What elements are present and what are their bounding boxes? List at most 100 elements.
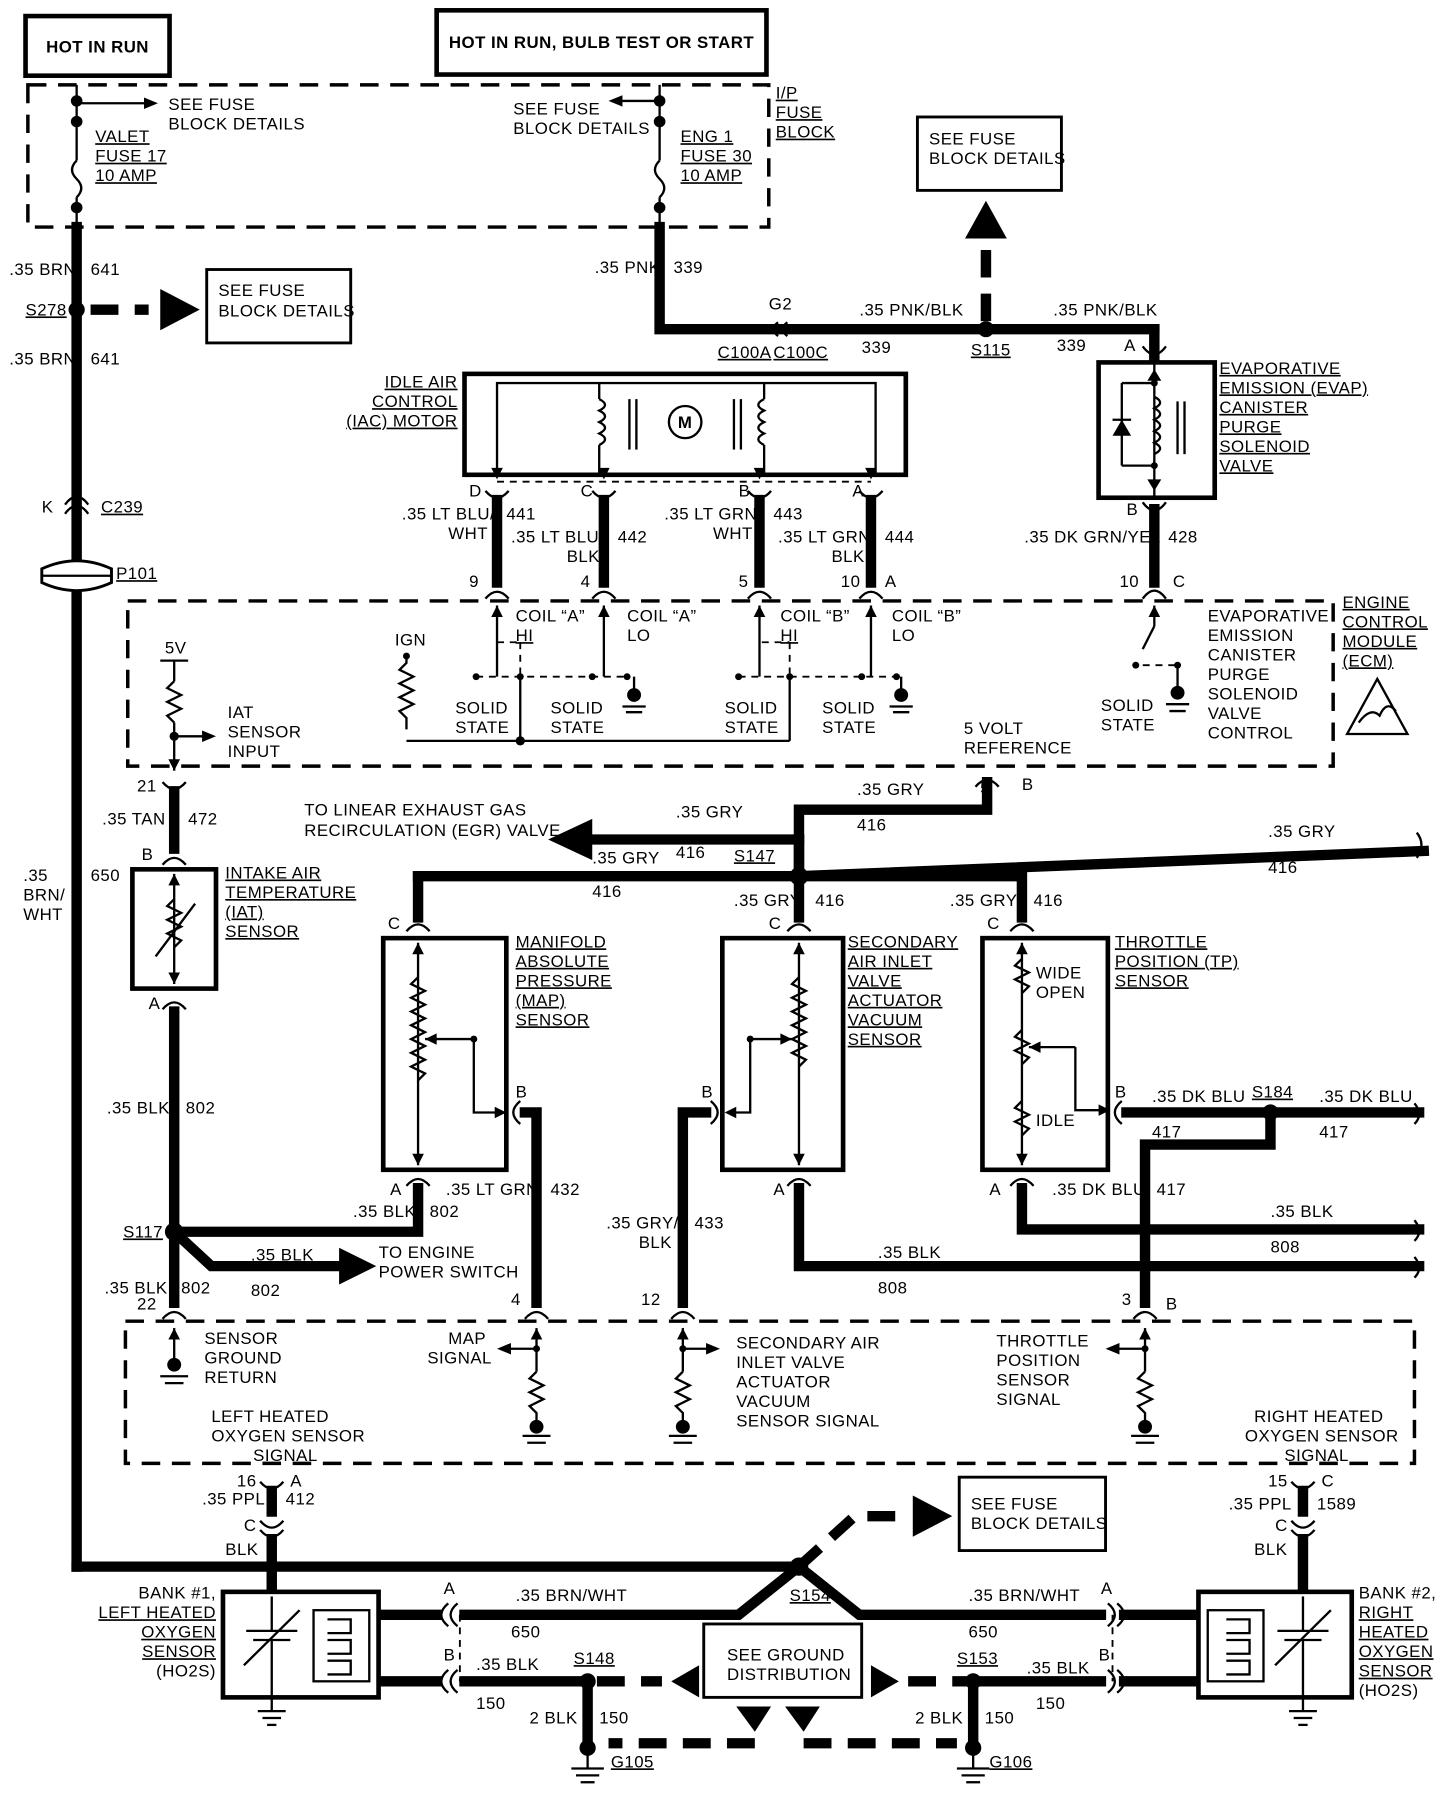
svg-text:(ECM): (ECM) — [1342, 651, 1393, 670]
svg-text:STATE: STATE — [725, 718, 779, 737]
svg-text:S147: S147 — [734, 846, 775, 865]
svg-text:4: 4 — [581, 572, 591, 591]
svg-text:WHT: WHT — [23, 905, 63, 924]
svg-text:INLET VALVE: INLET VALVE — [736, 1353, 845, 1372]
svg-text:SOLID: SOLID — [455, 698, 508, 717]
svg-text:I/P: I/P — [776, 84, 798, 103]
svg-text:SENSOR: SENSOR — [1115, 971, 1189, 990]
svg-text:(IAT): (IAT) — [225, 903, 263, 922]
svg-text:S115: S115 — [971, 341, 1011, 360]
svg-text:.35 LT BLU/: .35 LT BLU/ — [402, 505, 495, 524]
svg-text:CONTROL: CONTROL — [372, 392, 458, 411]
svg-text:BLOCK DETAILS: BLOCK DETAILS — [971, 1514, 1108, 1533]
svg-text:G2: G2 — [769, 295, 792, 314]
svg-text:B: B — [516, 1083, 528, 1102]
svg-text:MANIFOLD: MANIFOLD — [516, 932, 607, 951]
svg-text:VACUUM: VACUUM — [736, 1392, 810, 1411]
svg-text:ACTUATOR: ACTUATOR — [736, 1373, 831, 1392]
svg-text:10: 10 — [841, 572, 861, 591]
svg-text:A: A — [852, 482, 864, 501]
svg-text:.35 BRN: .35 BRN — [9, 350, 76, 369]
svg-text:.35 GRY: .35 GRY — [734, 891, 801, 910]
svg-text:TEMPERATURE: TEMPERATURE — [225, 883, 356, 902]
svg-text:4: 4 — [511, 1290, 521, 1309]
svg-text:AIR INLET: AIR INLET — [848, 952, 933, 971]
map-sensor — [380, 935, 509, 1173]
svg-text:.35 GRY: .35 GRY — [1268, 822, 1335, 841]
svg-text:802: 802 — [181, 1279, 210, 1298]
svg-text:VALVE: VALVE — [848, 971, 902, 990]
svg-text:.35 PPL: .35 PPL — [202, 1490, 265, 1509]
svg-text:SOLENOID: SOLENOID — [1219, 437, 1310, 456]
svg-text:SENSOR: SENSOR — [228, 723, 302, 742]
header-hot-in-run: HOT IN RUN — [23, 13, 172, 78]
svg-text:SEE FUSE: SEE FUSE — [168, 95, 255, 114]
svg-text:B: B — [1022, 775, 1034, 794]
ecm-lower-pins — [160, 1310, 1159, 1444]
svg-text:.35 BRN/WHT: .35 BRN/WHT — [516, 1586, 628, 1605]
svg-text:B: B — [739, 482, 751, 501]
svg-text:SENSOR: SENSOR — [1359, 1662, 1433, 1681]
svg-text:MAP: MAP — [448, 1329, 486, 1348]
svg-text:650: 650 — [91, 866, 120, 885]
svg-text:RECIRCULATION (EGR) VALVE: RECIRCULATION (EGR) VALVE — [304, 821, 561, 840]
svg-text:10 AMP: 10 AMP — [681, 166, 743, 185]
svg-text:808: 808 — [878, 1279, 907, 1298]
secondary-air-vacuum-sensor — [720, 935, 846, 1173]
ecm-boundary-top — [126, 599, 1335, 768]
svg-text:FUSE 17: FUSE 17 — [95, 147, 167, 166]
throttle-position-sensor — [980, 935, 1111, 1173]
svg-text:HOT IN RUN, BULB TEST OR START: HOT IN RUN, BULB TEST OR START — [449, 33, 755, 52]
svg-text:.35 GRY: .35 GRY — [592, 849, 659, 868]
svg-text:(HO2S): (HO2S) — [1359, 1681, 1419, 1700]
svg-text:SIGNAL: SIGNAL — [427, 1349, 491, 1368]
svg-text:EMISSION (EVAP): EMISSION (EVAP) — [1219, 378, 1368, 397]
iat-sensor — [130, 867, 219, 991]
bank1-left-ho2s — [220, 1589, 381, 1727]
svg-text:CONTROL: CONTROL — [1342, 612, 1428, 631]
svg-text:COIL “B”: COIL “B” — [780, 607, 849, 626]
svg-text:CANISTER: CANISTER — [1208, 646, 1297, 665]
svg-text:BANK #1,: BANK #1, — [138, 1584, 216, 1603]
svg-text:HEATED: HEATED — [1359, 1623, 1429, 1642]
svg-text:.35 DK BLU: .35 DK BLU — [1152, 1087, 1245, 1106]
svg-text:RIGHT HEATED: RIGHT HEATED — [1254, 1407, 1383, 1426]
svg-text:BLOCK DETAILS: BLOCK DETAILS — [929, 149, 1066, 168]
svg-text:SECONDARY AIR: SECONDARY AIR — [736, 1334, 880, 1353]
svg-text:C239: C239 — [101, 498, 143, 517]
svg-text:.35 GRY: .35 GRY — [676, 803, 743, 822]
svg-text:.35 BLK: .35 BLK — [1270, 1202, 1333, 1221]
svg-text:FUSE: FUSE — [776, 103, 823, 122]
svg-text:.35 BLK: .35 BLK — [476, 1655, 539, 1674]
svg-text:EVAPORATIVE: EVAPORATIVE — [1219, 359, 1340, 378]
svg-text:22: 22 — [137, 1295, 157, 1314]
svg-text:S184: S184 — [1252, 1083, 1293, 1102]
svg-text:9: 9 — [469, 572, 479, 591]
svg-text:428: 428 — [1168, 528, 1197, 547]
svg-text:S148: S148 — [574, 1649, 615, 1668]
svg-text:SEE FUSE: SEE FUSE — [218, 281, 305, 300]
svg-text:16: 16 — [237, 1471, 257, 1490]
svg-text:416: 416 — [592, 882, 621, 901]
svg-text:2 BLK: 2 BLK — [915, 1709, 963, 1728]
svg-text:416: 416 — [1034, 891, 1063, 910]
svg-text:.35 PNK/BLK: .35 PNK/BLK — [1053, 300, 1157, 319]
svg-text:IAT: IAT — [228, 703, 254, 722]
svg-text:C: C — [1173, 572, 1186, 591]
svg-text:10 AMP: 10 AMP — [95, 166, 157, 185]
svg-text:VALVE: VALVE — [1219, 456, 1273, 475]
svg-text:C: C — [987, 914, 1000, 933]
svg-text:SENSOR: SENSOR — [516, 1010, 590, 1029]
ip-fuse-block-boundary — [26, 83, 771, 229]
svg-text:BRN/: BRN/ — [23, 885, 65, 904]
svg-text:A: A — [1124, 336, 1136, 355]
svg-text:HI: HI — [516, 626, 534, 645]
svg-text:EVAPORATIVE: EVAPORATIVE — [1208, 607, 1329, 626]
svg-text:S154: S154 — [790, 1586, 831, 1605]
svg-text:B: B — [444, 1646, 456, 1665]
svg-text:COIL “A”: COIL “A” — [516, 607, 585, 626]
svg-text:SOLENOID: SOLENOID — [1208, 685, 1299, 704]
svg-text:STATE: STATE — [550, 718, 604, 737]
svg-text:(MAP): (MAP) — [516, 991, 566, 1010]
svg-text:417: 417 — [1152, 1123, 1181, 1142]
